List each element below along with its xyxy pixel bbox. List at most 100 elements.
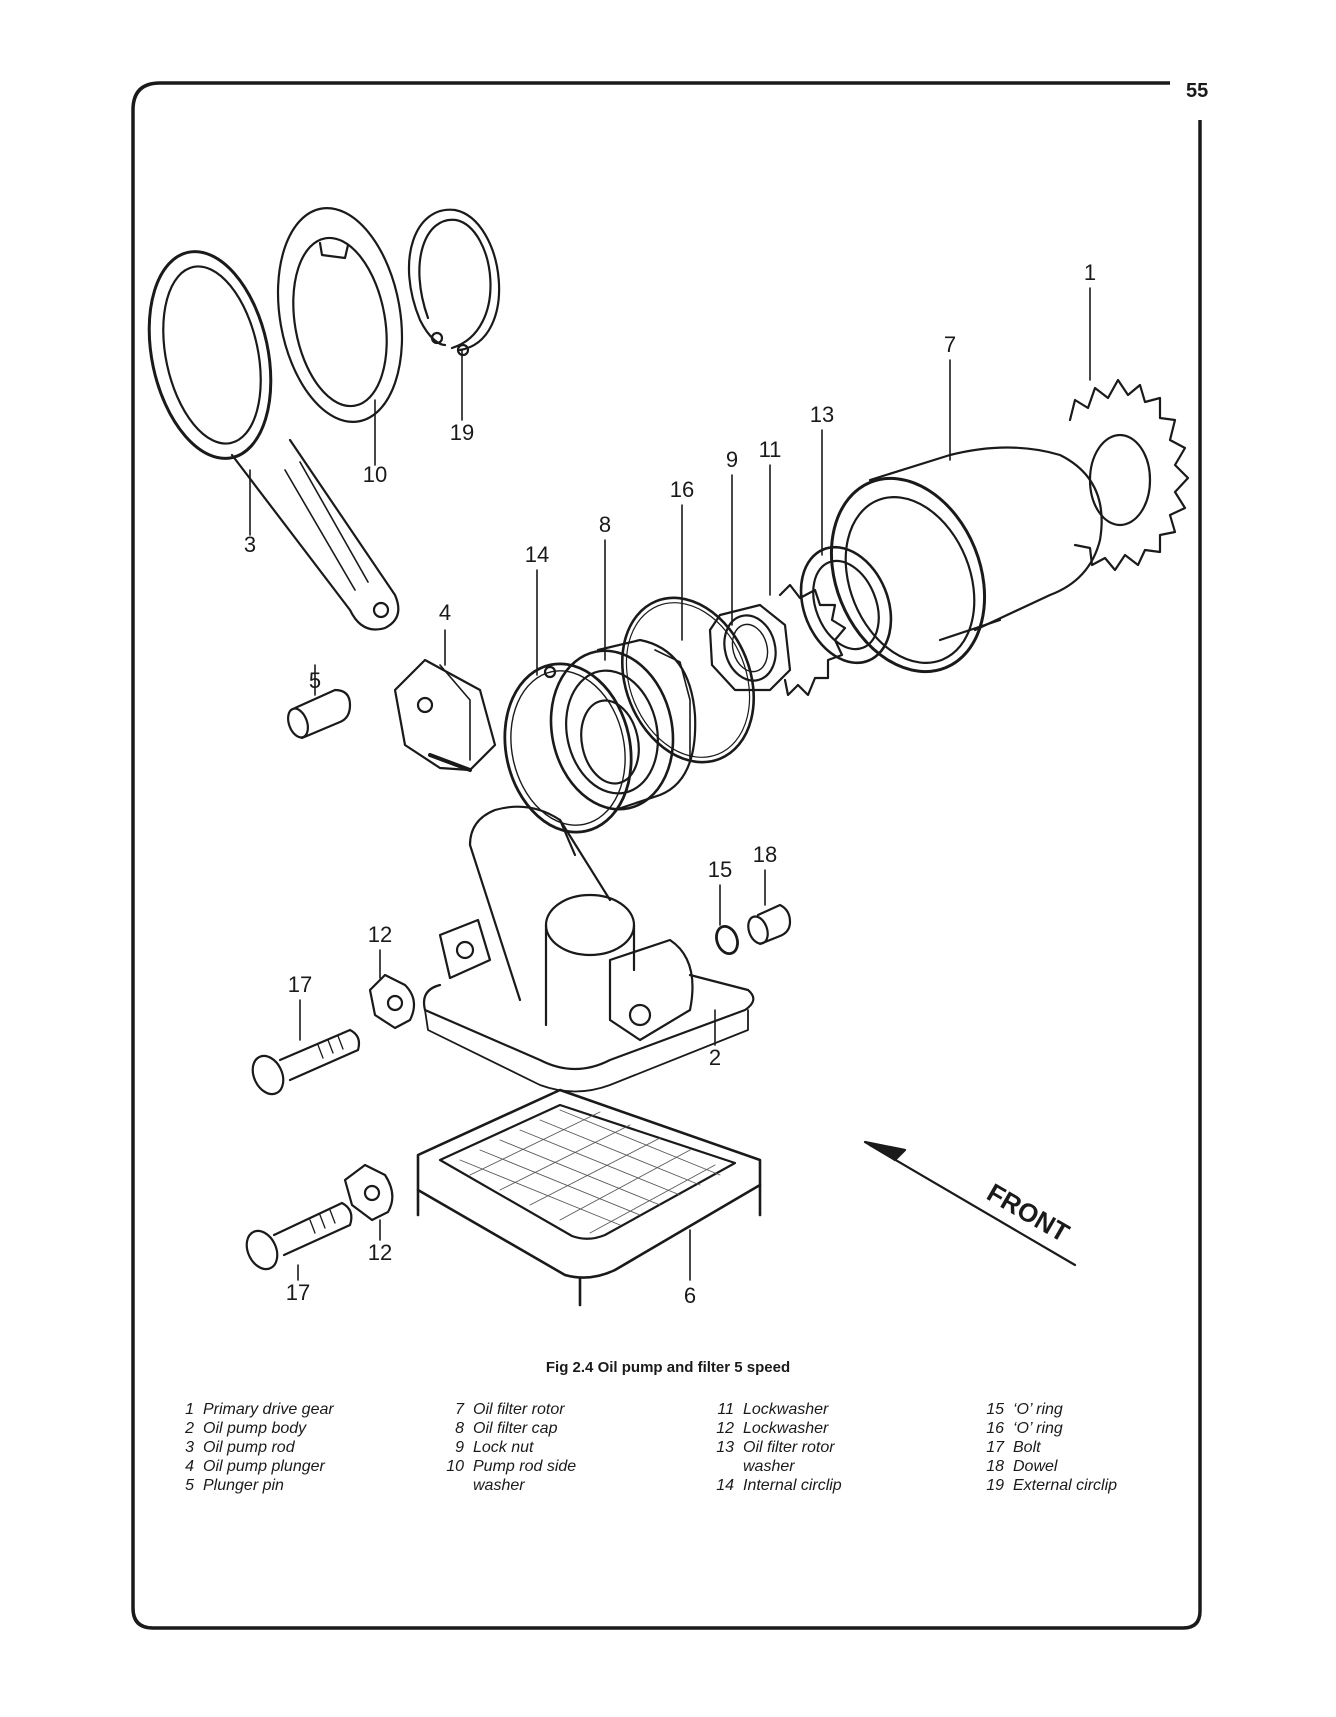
legend-number: 7 (455, 1401, 464, 1418)
legend-text: washer (743, 1458, 795, 1475)
legend-item: 7 Oil filter rotor (430, 1400, 576, 1419)
legend-number: 1 (185, 1401, 194, 1418)
legend-text: ‘O’ ring (1013, 1420, 1063, 1437)
oil-pump-rod-part (147, 250, 400, 631)
callout-label: 12 (368, 922, 392, 947)
callout-label: 5 (309, 668, 321, 693)
pump-rod-side-washer-part (276, 207, 404, 423)
legend-item: 1 Primary drive gear (160, 1400, 334, 1419)
callout-label: 2 (709, 1045, 721, 1070)
legend-text: Internal circlip (743, 1477, 842, 1494)
legend-number: 2 (185, 1420, 194, 1437)
legend-text: Lock nut (473, 1439, 534, 1456)
oil-pump-plunger-part (393, 658, 497, 772)
legend-item: 11 Lockwasher (700, 1400, 842, 1419)
legend-number: 3 (185, 1439, 194, 1456)
lock-nut-part (708, 603, 792, 692)
legend-text: Pump rod side (473, 1458, 577, 1475)
legend-text: Primary drive gear (203, 1401, 334, 1418)
legend-item: 12 Lockwasher (700, 1419, 842, 1438)
legend-number: 18 (986, 1458, 1004, 1475)
legend-number (700, 1457, 743, 1476)
legend-text: washer (473, 1477, 525, 1494)
legend-number: 17 (986, 1439, 1004, 1456)
legend-item: 3 Oil pump rod (160, 1438, 334, 1457)
callout-label: 14 (525, 542, 549, 567)
callout-label: 13 (810, 402, 834, 427)
callout-label: 12 (368, 1240, 392, 1265)
legend-item: 13 Oil filter rotor (700, 1438, 842, 1457)
legend-text: Oil pump plunger (203, 1458, 325, 1475)
legend-item: 16 ‘O’ ring (970, 1419, 1117, 1438)
o-ring-15-part (715, 925, 739, 955)
callout-label: 15 (708, 857, 732, 882)
primary-drive-gear-part (1068, 378, 1190, 572)
callout-label: 7 (944, 332, 956, 357)
plunger-pin-part (287, 688, 352, 740)
callout-label: 9 (726, 447, 738, 472)
callout-label: 10 (363, 462, 387, 487)
legend-text: Oil pump rod (203, 1439, 295, 1456)
legend-item: 2 Oil pump body (160, 1419, 334, 1438)
legend-text: External circlip (1013, 1477, 1118, 1494)
legend-text: Oil filter rotor (743, 1439, 835, 1456)
legend-number: 14 (716, 1477, 734, 1494)
legend-number: 4 (185, 1458, 194, 1475)
legend-item: 8 Oil filter cap (430, 1419, 576, 1438)
legend-item: 15‘O’ ring (970, 1400, 1117, 1419)
legend-text: Lockwasher (743, 1420, 829, 1437)
front-arrow (863, 1140, 1077, 1267)
callout-label: 18 (753, 842, 777, 867)
legend-number: 16 (986, 1420, 1004, 1437)
legend-number: 5 (185, 1477, 194, 1494)
legend-column-2: 7 Oil filter rotor 8 Oil filter cap 9 Lock … (430, 1400, 576, 1495)
legend-text: Plunger pin (203, 1477, 284, 1494)
legend-text: Oil pump body (203, 1420, 307, 1437)
legend-number: 11 (717, 1401, 734, 1418)
callout-label: 4 (439, 600, 451, 625)
bolt-17-lower-part (245, 1201, 353, 1271)
legend-number: 13 (716, 1439, 734, 1456)
callout-label: 16 (670, 477, 694, 502)
legend-number: 9 (455, 1439, 464, 1456)
legend-item: 4 Oil pump plunger (160, 1457, 334, 1476)
legend-number: 8 (455, 1420, 464, 1437)
legend-item: 9 Lock nut (430, 1438, 576, 1457)
internal-circlip-part (503, 662, 633, 834)
oil-filter-rotor-washer-part (799, 545, 893, 665)
legend-item: 10 Pump rod side (430, 1457, 576, 1476)
legend-number: 12 (716, 1420, 734, 1437)
legend-text: Lockwasher (743, 1401, 829, 1418)
oil-filter-cap-part (549, 638, 697, 812)
callout-label: 8 (599, 512, 611, 537)
callout-label: 11 (759, 437, 782, 462)
callout-labels: 1 7 13 11 9 16 8 14 3 10 19 4 5 18 15 12… (244, 260, 1096, 1308)
legend-item: washer (430, 1476, 576, 1495)
dowel-part (747, 903, 792, 946)
callout-label: 6 (684, 1283, 696, 1308)
callout-label: 1 (1084, 260, 1096, 285)
legend-item: 18 Dowel (970, 1457, 1117, 1476)
filter-mesh-hatching (459, 1109, 721, 1234)
callout-label: 17 (288, 972, 312, 997)
legend-item: 5 Plunger pin (160, 1476, 334, 1495)
legend-number (430, 1476, 473, 1495)
callout-label: 3 (244, 532, 256, 557)
oil-pump-body-part (422, 805, 755, 1093)
legend-number: 10 (446, 1458, 464, 1475)
legend-text: ‘O’ ring (1013, 1401, 1063, 1418)
legend-text: Dowel (1013, 1458, 1058, 1475)
o-ring-16-part (620, 596, 756, 764)
legend-text: Oil filter cap (473, 1420, 558, 1437)
callout-label: 19 (450, 420, 474, 445)
legend-item: 14 Internal circlip (700, 1476, 842, 1495)
lockwasher-12-upper-part (368, 973, 416, 1030)
legend-text: Oil filter rotor (473, 1401, 565, 1418)
filter-screen-part (416, 1088, 762, 1307)
bolt-17-upper-part (251, 1028, 361, 1096)
